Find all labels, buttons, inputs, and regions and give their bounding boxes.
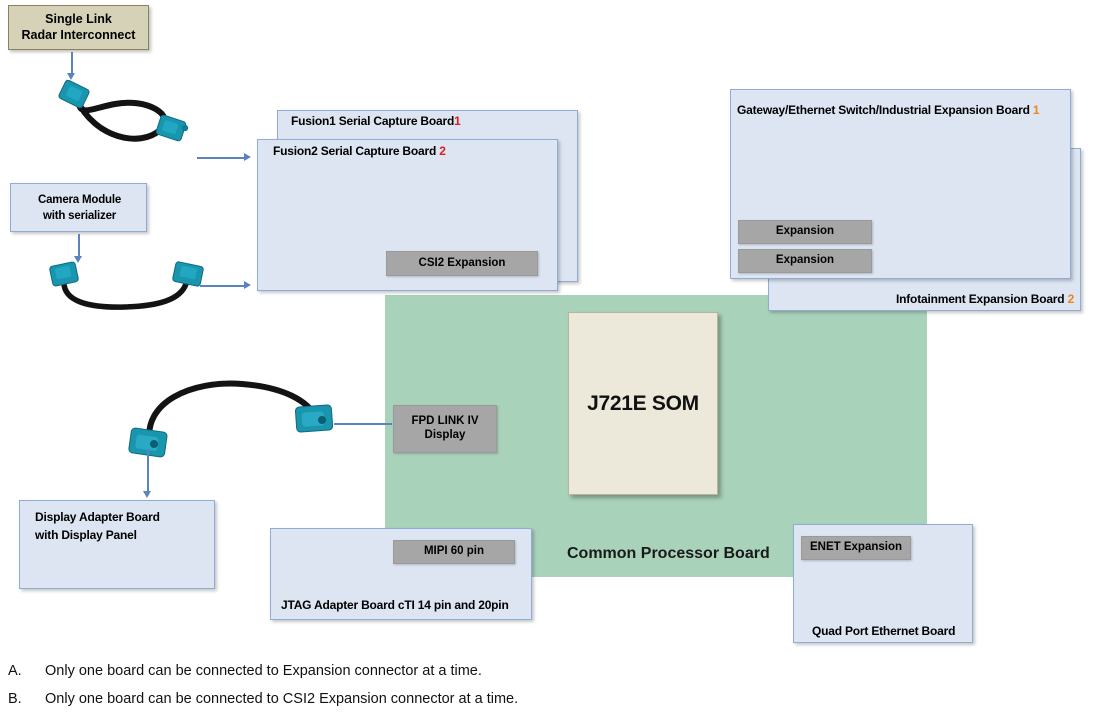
radar-interconnect-line2: Radar Interconnect xyxy=(21,27,136,42)
infotainment-badge: 2 xyxy=(1067,292,1075,306)
fusion2-label-text: Fusion2 Serial Capture Board xyxy=(273,144,437,158)
display-adapter-arrow-line xyxy=(147,449,149,493)
expansion-connector-top[interactable]: Expansion xyxy=(738,220,872,244)
fpd-link-display-cable xyxy=(128,380,334,458)
csi2-expansion-connector[interactable]: CSI2 Expansion xyxy=(386,251,538,276)
radar-arrow-line xyxy=(71,52,73,75)
camera-module-box xyxy=(10,183,147,232)
fusion1-badge: 1 xyxy=(454,114,461,128)
fakra-connector-icon xyxy=(155,114,189,142)
fpd-link-iv-display-connector[interactable]: FPD LINK IV Display xyxy=(393,405,497,453)
fakra-connector-icon xyxy=(294,404,334,433)
note-text-b: Only one board can be connected to CSI2 … xyxy=(45,691,519,707)
jtag-board-label: JTAG Adapter Board cTI 14 pin and 20pin xyxy=(281,598,509,612)
radar-interconnect-line1: Single Link xyxy=(45,11,112,26)
gateway-board-label: Gateway/Ethernet Switch/Industrial Expan… xyxy=(737,103,1040,117)
display-adapter-board xyxy=(19,500,215,589)
infotainment-board-label: Infotainment Expansion Board 2 xyxy=(896,292,1074,306)
display-adapter-line2: with Display Panel xyxy=(35,528,137,542)
radar-loop-cable xyxy=(58,79,189,142)
gateway-badge: 1 xyxy=(1032,103,1040,117)
quad-port-ethernet-label: Quad Port Ethernet Board xyxy=(812,624,956,638)
fakra-connector-icon xyxy=(128,427,168,458)
gateway-label-text: Gateway/Ethernet Switch/Industrial Expan… xyxy=(737,103,1030,117)
radar-arrow-head-icon xyxy=(67,73,75,80)
display-adapter-arrow-head-icon xyxy=(143,491,151,498)
display-adapter-label-group: Display Adapter Board with Display Panel xyxy=(35,508,160,544)
radar-to-fusion-arrow-head-icon xyxy=(244,153,251,161)
note-letter-b: B. xyxy=(8,691,22,707)
display-adapter-line1: Display Adapter Board xyxy=(35,510,160,524)
enet-expansion-connector[interactable]: ENET Expansion xyxy=(801,536,911,560)
camera-serializer-cable xyxy=(49,261,204,310)
fusion2-board-label: Fusion2 Serial Capture Board 2 xyxy=(273,144,446,158)
camera-module-line2: with serializer xyxy=(42,209,117,222)
fusion1-board-label: Fusion1 Serial Capture Board1 xyxy=(291,114,461,128)
infotainment-label-text: Infotainment Expansion Board xyxy=(896,292,1065,306)
single-link-radar-interconnect-box: Single Link Radar Interconnect xyxy=(8,5,149,50)
fpd-link-line1: FPD LINK IV xyxy=(411,415,479,428)
common-processor-board-label: Common Processor Board xyxy=(567,545,770,562)
fpd-link-line2: Display xyxy=(424,429,466,441)
mipi-60-pin-connector[interactable]: MIPI 60 pin xyxy=(393,540,515,564)
note-text-a: Only one board can be connected to Expan… xyxy=(45,663,482,679)
fusion1-label-text: Fusion1 Serial Capture Board xyxy=(291,114,455,128)
fakra-connector-icon xyxy=(172,261,204,287)
camera-to-fusion-arrow-head-icon xyxy=(244,281,251,289)
camera-arrow-line xyxy=(78,234,80,258)
camera-module-line1: Camera Module xyxy=(38,194,122,206)
camera-module-label-group: Camera Module with serializer xyxy=(38,193,121,224)
fusion2-badge: 2 xyxy=(439,144,446,158)
expansion-connector-bottom[interactable]: Expansion xyxy=(738,249,872,273)
camera-arrow-head-icon xyxy=(74,256,82,263)
fakra-connector-icon xyxy=(58,79,90,109)
display-cable-to-fpd-line xyxy=(334,423,392,425)
note-letter-a: A. xyxy=(8,663,22,679)
camera-to-fusion-arrow-line xyxy=(200,285,246,287)
j721e-som: J721E SOM xyxy=(568,312,718,495)
radar-to-fusion-arrow-line xyxy=(197,157,245,159)
gateway-ethernet-industrial-expansion-board xyxy=(730,89,1071,279)
fakra-connector-icon xyxy=(49,261,79,287)
